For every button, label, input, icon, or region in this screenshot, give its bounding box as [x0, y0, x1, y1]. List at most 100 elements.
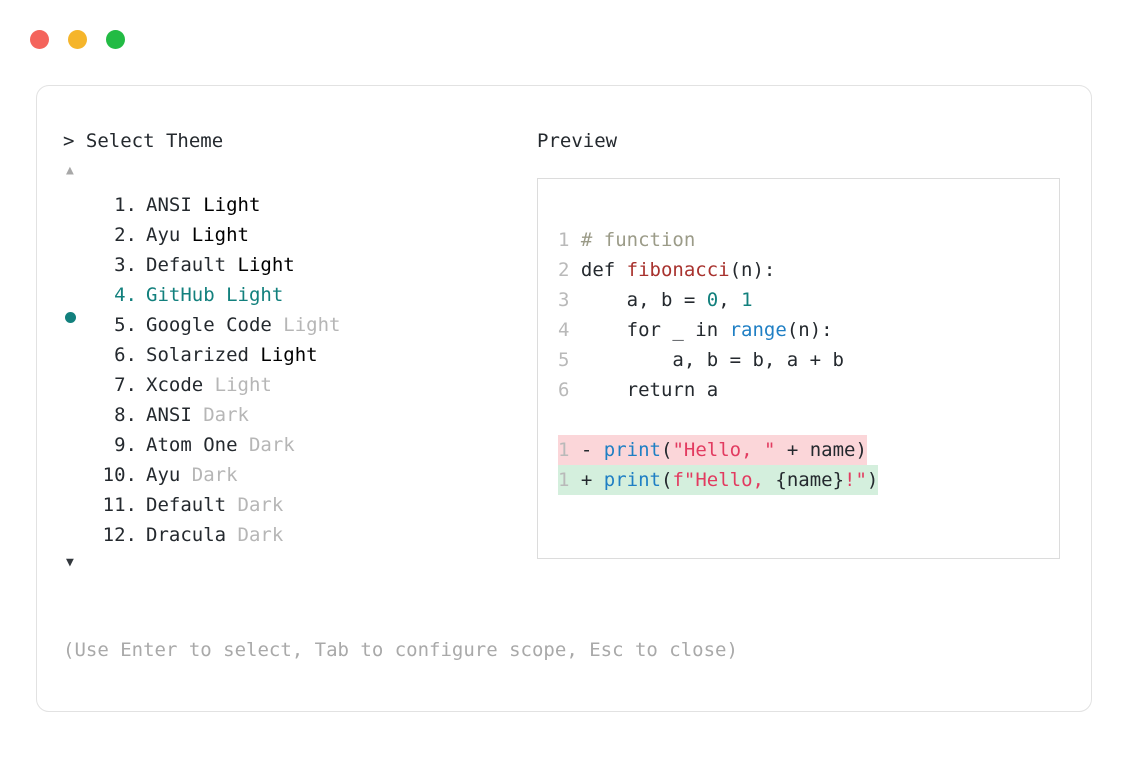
diff-line-row: 1 - print("Hello, " + name): [558, 435, 878, 465]
theme-item-variant: Light: [226, 254, 295, 276]
minimize-window-button[interactable]: [68, 30, 87, 49]
theme-list-item[interactable]: 3. Default Light: [63, 250, 523, 280]
theme-item-number: 7.: [114, 374, 137, 396]
theme-item-variant: Light: [248, 344, 318, 366]
code-line: 5 a, b = b, a + b: [558, 345, 878, 375]
theme-item-variant: Dark: [226, 524, 284, 546]
theme-item-name: Xcode: [146, 374, 204, 396]
code-token: (n):: [786, 319, 833, 341]
preview-title: Preview: [537, 130, 618, 152]
theme-item-name: Atom One: [146, 434, 238, 456]
code-token: # function: [580, 229, 696, 251]
code-token: {name}: [775, 469, 845, 491]
theme-item-variant: Dark: [180, 464, 238, 486]
code-token: print: [603, 469, 661, 491]
theme-item-number: 12.: [102, 524, 137, 546]
scroll-down-arrow-icon[interactable]: ▼: [66, 555, 74, 570]
theme-item-number: 5.: [114, 314, 137, 336]
theme-item-name: Default: [146, 254, 227, 276]
theme-item-number: 3.: [114, 254, 137, 276]
theme-item-number: 2.: [114, 224, 137, 246]
diff-removed-line: 1 - print("Hello, " + name): [558, 435, 867, 465]
diff-added-line: 1 + print(f"Hello, {name}!"): [558, 465, 879, 495]
scroll-up-arrow-icon[interactable]: ▲: [66, 163, 74, 178]
theme-list-item[interactable]: 9. Atom One Dark: [63, 430, 523, 460]
code-token: 1: [741, 289, 753, 311]
window-traffic-lights: [30, 30, 125, 49]
code-line: 3 a, b = 0, 1: [558, 285, 878, 315]
theme-selection-pane: > Select Theme ▲ 1. ANSI Light 2. Ayu Light…: [63, 128, 523, 570]
close-window-button[interactable]: [30, 30, 49, 49]
theme-item-number: 1.: [114, 194, 137, 216]
diff-line-row: 1 + print(f"Hello, {name}!"): [558, 465, 879, 495]
prompt-title: Select Theme: [85, 130, 224, 152]
theme-item-variant: Dark: [237, 434, 295, 456]
code-token: a, b = b, a + b: [580, 349, 844, 371]
theme-list-item[interactable]: 4. GitHub Light: [63, 280, 523, 323]
theme-list-item[interactable]: 7. Xcode Light: [63, 370, 523, 400]
theme-item-variant: Dark: [191, 404, 249, 426]
diff-marker: +: [580, 469, 604, 491]
theme-item-name: Ayu: [146, 464, 181, 486]
diff-marker: -: [580, 439, 604, 461]
theme-item-number: 11.: [102, 494, 137, 516]
theme-picker-card: > Select Theme ▲ 1. ANSI Light 2. Ayu Light…: [36, 85, 1092, 712]
theme-item-name: Solarized: [146, 344, 249, 366]
prompt-marker: >: [63, 130, 75, 152]
keyboard-hint: (Use Enter to select, Tab to configure s…: [63, 639, 738, 661]
code-token: ,: [718, 289, 742, 311]
code-line: 4 for _ in range(n):: [558, 315, 878, 345]
theme-item-name: Dracula: [146, 524, 227, 546]
theme-item-name: Ayu: [146, 224, 181, 246]
theme-item-number: 4.: [114, 284, 137, 306]
code-token: ): [855, 439, 867, 461]
theme-item-number: 6.: [114, 344, 137, 366]
code-token: print: [603, 439, 661, 461]
code-token: (: [660, 469, 673, 491]
code-token: for _ in: [580, 319, 730, 341]
theme-item-variant: Light: [191, 194, 261, 216]
theme-item-name: GitHub: [146, 284, 215, 306]
theme-list-item[interactable]: 12. Dracula Dark: [63, 520, 523, 550]
code-token: "Hello, ": [672, 439, 776, 461]
theme-item-number: 8.: [114, 404, 137, 426]
diff-block: 1 - print("Hello, " + name)1 + print(f"H…: [558, 435, 879, 495]
maximize-window-button[interactable]: [106, 30, 125, 49]
code-line-number: 3: [558, 289, 581, 311]
theme-item-variant: Light: [203, 374, 272, 396]
theme-list-item[interactable]: 8. ANSI Dark: [63, 400, 523, 430]
code-line: 2 def fibonacci(n):: [558, 255, 878, 285]
diff-line-number: 1: [558, 439, 581, 461]
theme-list-item[interactable]: 5. Google Code Light: [63, 310, 523, 340]
theme-item-variant: Dark: [226, 494, 284, 516]
theme-item-number: 10.: [102, 464, 137, 486]
theme-item-variant: Light: [214, 284, 284, 306]
theme-item-number: 9.: [114, 434, 137, 456]
theme-item-name: Default: [146, 494, 227, 516]
selected-bullet-icon: [65, 312, 76, 323]
code-token: f"Hello,: [672, 469, 776, 491]
code-token: + name: [775, 439, 856, 461]
code-line-number: 6: [558, 379, 581, 401]
code-line-number: 2: [558, 259, 581, 281]
theme-list-item[interactable]: 6. Solarized Light: [63, 340, 523, 370]
theme-list-item[interactable]: 1. ANSI Light: [63, 190, 523, 220]
theme-item-name: ANSI: [146, 404, 192, 426]
theme-item-name: ANSI: [146, 194, 192, 216]
code-line-number: 1: [558, 229, 581, 251]
theme-list-item[interactable]: 10. Ayu Dark: [63, 460, 523, 490]
theme-item-variant: Light: [271, 314, 341, 336]
theme-item-variant: Light: [180, 224, 249, 246]
theme-item-name: Google Code: [146, 314, 272, 336]
theme-list-item[interactable]: 2. Ayu Light: [63, 220, 523, 250]
code-token: return a: [580, 379, 719, 401]
code-token: ): [866, 469, 879, 491]
code-line-number: 5: [558, 349, 581, 371]
code-line: 1 # function: [558, 225, 878, 255]
theme-list-item[interactable]: 11. Default Dark: [63, 490, 523, 520]
code-token: range: [729, 319, 787, 341]
